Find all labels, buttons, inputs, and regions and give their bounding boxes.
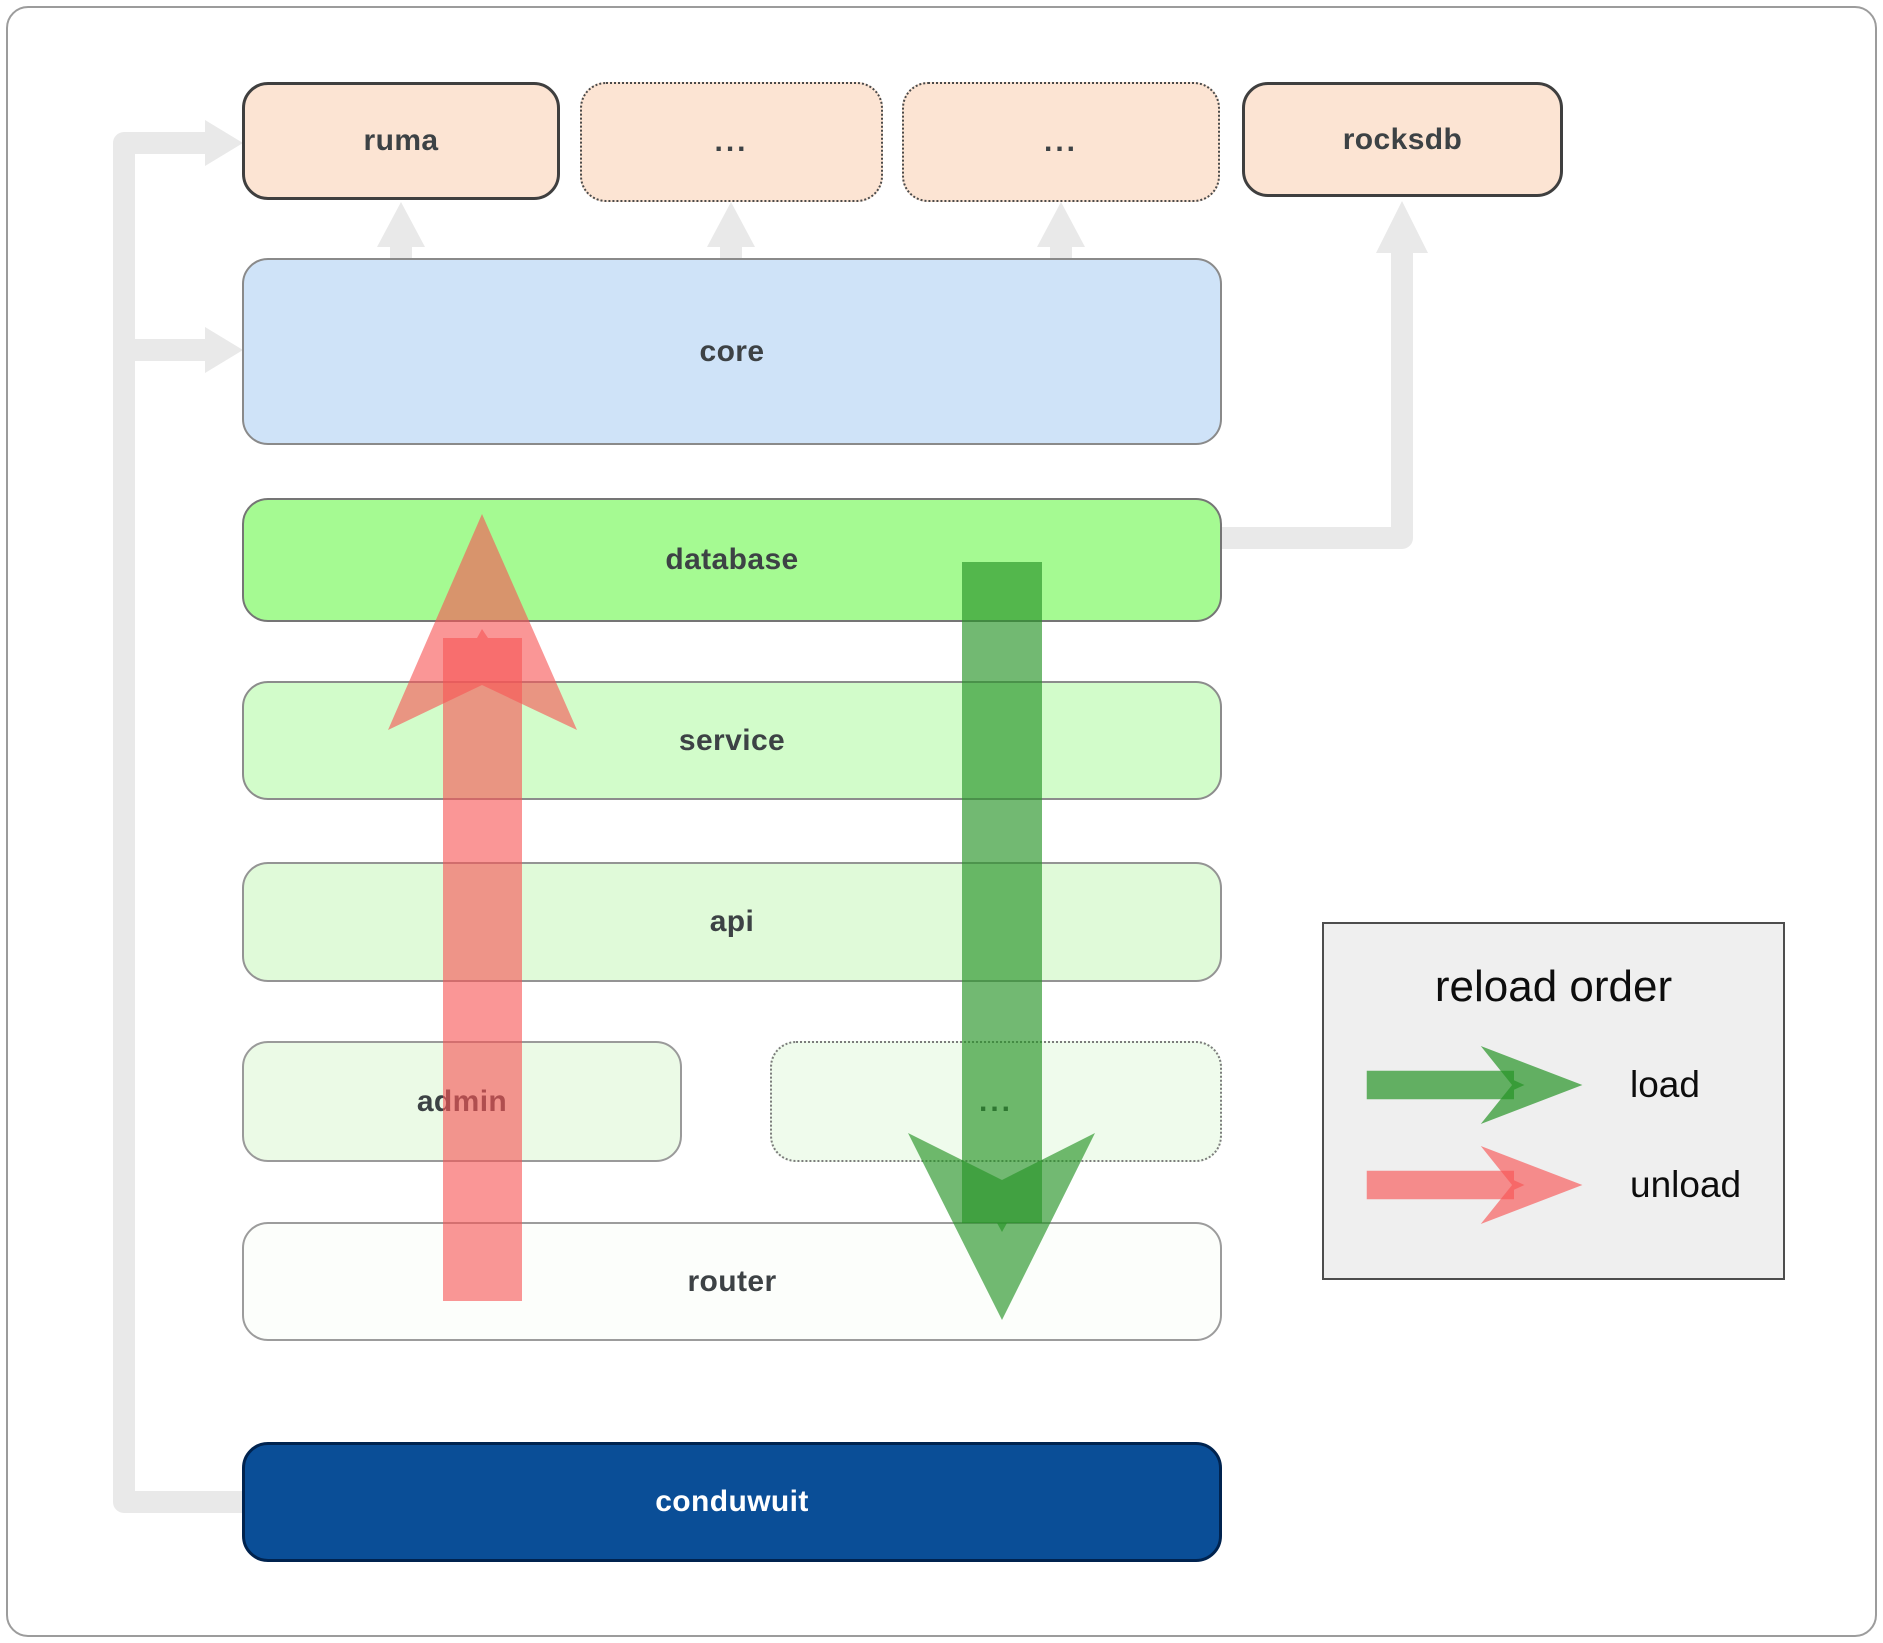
unload-arrow-icon (1366, 1146, 1583, 1224)
node-api-label: api (709, 905, 755, 938)
node-ellipsis-top-2-label: ... (1043, 125, 1078, 158)
node-ruma-label: ruma (363, 124, 439, 157)
node-ellipsis-top-1-label: ... (714, 125, 749, 158)
node-service: service (242, 681, 1222, 800)
legend-row-load: load (1362, 1042, 1700, 1128)
node-api: api (242, 862, 1222, 982)
node-ellipsis-top-2: ... (902, 82, 1220, 202)
legend-title: reload order (1434, 962, 1673, 1011)
node-router: router (242, 1222, 1222, 1341)
node-router-label: router (687, 1264, 777, 1298)
load-arrow-icon (1366, 1046, 1583, 1124)
node-database-label: database (665, 543, 799, 576)
node-conduwuit: conduwuit (242, 1442, 1222, 1562)
node-ellipsis-top-1: ... (580, 82, 883, 202)
legend-row-unload: unload (1362, 1142, 1741, 1228)
node-admin: admin (242, 1041, 682, 1162)
node-ruma: ruma (242, 82, 560, 200)
node-service-label: service (678, 723, 786, 757)
node-database: database (242, 498, 1222, 622)
node-admin-label: admin (416, 1084, 508, 1118)
node-core: core (242, 258, 1222, 445)
node-rocksdb: rocksdb (1242, 82, 1563, 197)
node-rocksdb-label: rocksdb (1342, 122, 1463, 156)
node-ellipsis-admin: ... (770, 1041, 1222, 1162)
node-core-label: core (699, 334, 765, 368)
outer-frame (6, 6, 1877, 1637)
node-conduwuit-label: conduwuit (655, 1485, 809, 1518)
node-ellipsis-admin-label: ... (978, 1084, 1013, 1118)
legend-label-load: load (1630, 1064, 1700, 1105)
legend-label-unload: unload (1630, 1164, 1742, 1205)
legend-box: reload order load unload (1322, 922, 1785, 1280)
